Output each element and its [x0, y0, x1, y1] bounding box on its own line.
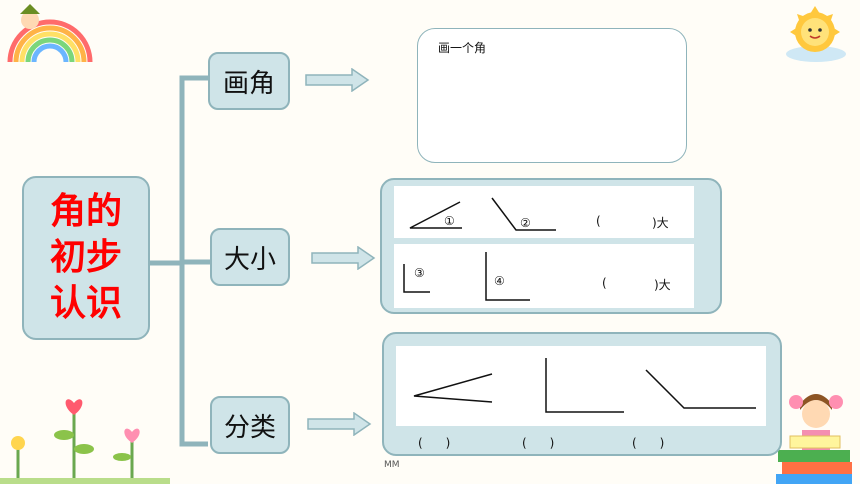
branch-classify: 分类	[210, 396, 290, 454]
angle-3-label: ③	[414, 266, 425, 280]
rainbow-fairy-decoration	[7, 4, 93, 63]
classify-panel: ( ) ( ) ( )	[382, 332, 782, 456]
topic-title-box: 角的初步认识	[22, 176, 150, 340]
sun-decoration	[786, 6, 846, 62]
size-row-1: ① ② ( )大	[394, 186, 694, 238]
classify-drawing-area	[396, 346, 766, 426]
angle-3-drawing	[403, 252, 530, 301]
draw-angle-box[interactable]: 画一个角	[417, 28, 687, 163]
branch-size: 大小	[210, 228, 290, 286]
answer-close-1[interactable]: )大	[652, 216, 669, 230]
classify-blank-3[interactable]: ( )	[632, 436, 665, 450]
draw-angle-prompt: 画一个角	[438, 41, 487, 55]
angle-2-label: ②	[520, 216, 531, 230]
arrow-icon	[311, 246, 376, 270]
answer-open-2: (	[602, 276, 607, 290]
answer-open-1: (	[596, 214, 601, 228]
flowers-decoration	[0, 399, 170, 484]
topic-title: 角的初步认识	[49, 191, 122, 324]
branch-draw-angle: 画角	[208, 52, 290, 110]
classify-blank-2[interactable]: ( )	[522, 436, 555, 450]
angle-1-label: ①	[444, 214, 455, 228]
footer-mark: MM	[384, 460, 400, 470]
arrow-icon	[305, 68, 370, 92]
size-row-2: ③ ④ ( )大	[394, 244, 694, 308]
angle-4-label: ④	[494, 274, 505, 288]
size-compare-panel: ① ② ( )大 ③ ④ ( )大	[380, 178, 722, 314]
arrow-icon	[307, 412, 372, 436]
angle-1-drawing	[409, 197, 556, 231]
branch-size-label: 大小	[223, 244, 276, 275]
girl-reading-decoration	[776, 394, 852, 484]
angle-types-drawing	[413, 358, 756, 413]
answer-close-2[interactable]: )大	[654, 278, 671, 292]
classify-blank-1[interactable]: ( )	[418, 436, 451, 450]
branch-draw-label: 画角	[222, 68, 275, 99]
branch-classify-label: 分类	[223, 412, 276, 443]
